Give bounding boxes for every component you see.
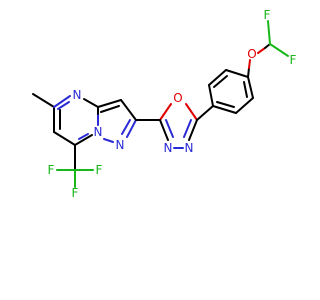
atom-n-bridge: N xyxy=(94,125,103,139)
atom-n-pyrazole: N xyxy=(116,138,125,152)
bond-c3a-c3-double xyxy=(100,105,120,113)
atom-o-ether: O xyxy=(247,47,256,61)
bond-c5ox-phenyl xyxy=(196,105,214,121)
atom-n-oxadiazole-a: N xyxy=(164,141,173,155)
atom-f-cf3-bottom: F xyxy=(72,186,79,200)
bond-ph5-ph6 xyxy=(235,97,254,114)
bond-c7-n8 xyxy=(74,134,93,146)
atom-f-cf3-left: F xyxy=(48,163,55,177)
atom-labels: N N N O N N O F F F F F xyxy=(48,8,297,200)
bond-methyl xyxy=(32,93,55,108)
bond-ph4-ph5-inner xyxy=(243,81,248,98)
molecule-structure-diagram: N N N O N N O F F F F F xyxy=(32,8,297,200)
atom-o-oxadiazole: O xyxy=(173,91,182,105)
bond-ph6-ph1 xyxy=(212,105,237,114)
bond-o-c5ox xyxy=(185,103,198,121)
bond-ph4-ph5 xyxy=(247,76,254,99)
bond-ph6-ph1-inner xyxy=(216,101,235,108)
bond-c5ox-n4-double xyxy=(183,119,192,138)
bond-ph2-ph3 xyxy=(208,69,227,86)
atom-f-chf2-right: F xyxy=(290,53,297,67)
atom-f-chf2-top: F xyxy=(264,8,271,22)
bond-ph4-o xyxy=(247,67,250,78)
bond-c3a-c3 xyxy=(97,99,122,108)
bond-n3-c2ox xyxy=(159,119,169,141)
bond-c2-n1-double xyxy=(121,119,131,135)
bond-ph1-ph2 xyxy=(208,84,214,107)
bond-ph3-ph4 xyxy=(225,69,249,78)
bond-chf2-carbon xyxy=(264,43,271,49)
bond-c3-c2 xyxy=(120,99,137,121)
bond-chf2-f-right xyxy=(269,43,289,57)
bond-o-chf2 xyxy=(257,47,266,54)
bond-c5ox-n4 xyxy=(188,119,198,141)
bond-n4-c5 xyxy=(53,95,71,108)
bond-c3a-n4 xyxy=(83,98,99,108)
bond-n1-n8 xyxy=(103,138,114,143)
bond-chf2-f-top xyxy=(267,20,271,45)
atom-n-oxadiazole-b: N xyxy=(185,141,194,155)
atom-f-cf3-right: F xyxy=(96,163,103,177)
bonds xyxy=(32,20,289,188)
bond-ph2-ph3-inner xyxy=(213,75,228,88)
bond-n4-c5-double xyxy=(57,101,70,110)
bond-c6-c7 xyxy=(53,131,76,146)
bond-n3-c2ox-double xyxy=(165,119,174,138)
bond-c2-n1 xyxy=(126,119,137,138)
bond-c2ox-o xyxy=(159,103,172,121)
atom-n-pyrimidine: N xyxy=(73,88,82,102)
bond-c7-n8-double xyxy=(78,133,89,140)
bond-o-ph4 xyxy=(248,59,251,69)
